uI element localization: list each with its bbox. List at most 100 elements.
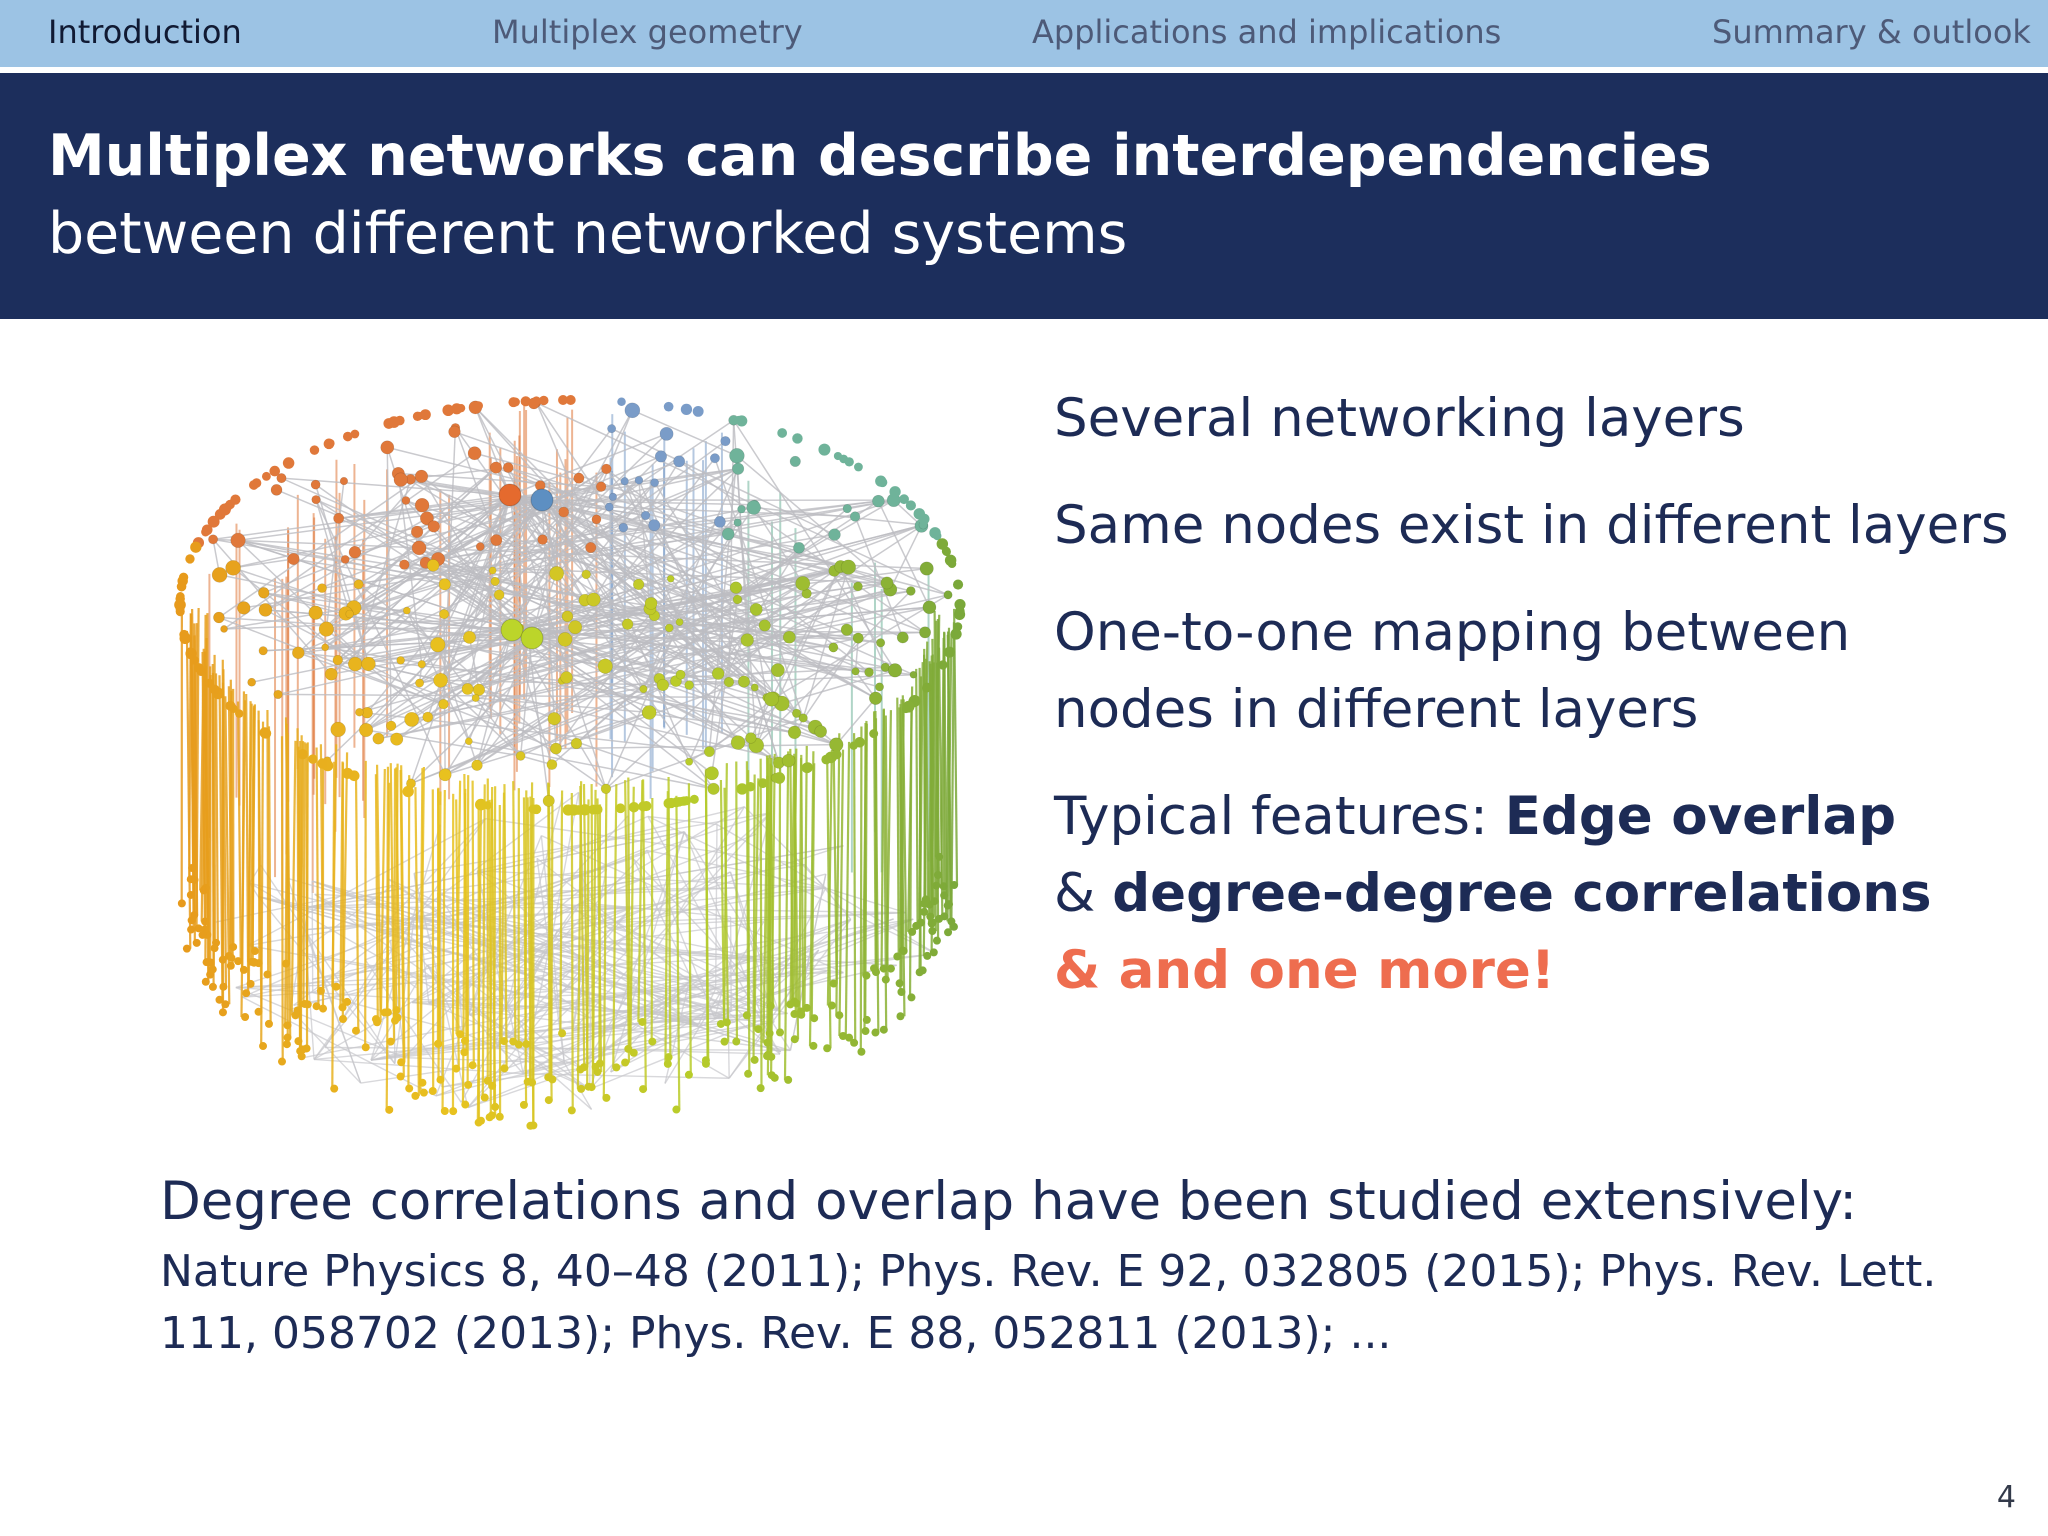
node [801,762,813,774]
edge [358,583,439,646]
node [845,1033,854,1042]
edge [632,409,738,457]
node [427,520,440,533]
node [193,663,204,673]
nav-item-applications[interactable]: Applications and implications [1032,13,1502,51]
interlayer-link [315,747,320,1007]
section-nav: Introduction Multiplex geometry Applicat… [0,0,2048,67]
interlayer-link [455,799,460,1069]
edge [520,680,677,757]
node [474,1118,483,1127]
node [179,629,189,640]
node [282,457,295,469]
node [920,907,929,916]
node [790,1035,799,1044]
interlayer-link [723,787,730,1042]
node [576,1065,585,1074]
node [947,917,956,926]
edge [419,629,513,684]
edge [600,410,634,487]
node [433,672,448,688]
edge [263,592,837,746]
node [875,682,884,692]
node [491,1102,500,1111]
node [514,1040,523,1049]
interlayer-link [826,754,832,1049]
node [411,1091,420,1100]
edge [325,646,816,728]
node [922,684,931,693]
interlayer-link [529,796,535,1126]
edge [511,629,553,765]
interlayer-link [481,784,486,1098]
interlayer-link [612,784,618,1068]
node [461,1100,470,1109]
node [176,581,187,592]
nav-item-summary-outlook[interactable]: Summary & outlook [1712,13,2031,51]
interlayer-link [280,736,284,1062]
interlayer-link [924,658,930,900]
node [380,440,395,455]
interlayer-link [375,764,382,1023]
node [770,663,785,678]
edge [541,499,790,638]
node [950,628,962,640]
edge [426,517,533,639]
interlayer-link [793,761,800,1040]
node [258,603,273,617]
interlayer-link [302,742,306,1004]
interlayer-link [918,662,924,971]
node [750,1055,759,1064]
node [276,473,287,484]
node [428,1086,437,1095]
edge [714,457,804,719]
interlayer-link [675,795,681,1110]
interlayer-link [768,757,773,1057]
node [758,619,771,632]
node [734,415,743,425]
node [558,1029,567,1038]
node [277,1057,286,1066]
node [795,576,811,591]
edge [755,566,842,746]
interlayer-link [471,780,475,1066]
node [557,632,573,647]
node [869,729,879,739]
interlayer-link [629,786,635,1053]
edge [531,573,558,639]
interlayer-link [586,799,590,1087]
node [600,783,612,794]
node [404,711,420,727]
node [640,510,651,521]
node [587,1083,596,1092]
node [544,1096,553,1105]
node [208,534,219,545]
node [310,479,321,490]
edge [474,407,511,496]
edge [531,637,837,746]
edge [509,494,914,676]
interlayer-link [762,775,769,1043]
edge [877,500,931,608]
nav-item-multiplex-geometry[interactable]: Multiplex geometry [492,13,803,51]
node [249,957,258,966]
node [644,597,658,610]
page-number: 4 [1996,1480,2016,1515]
interlayer-link [257,720,263,1012]
node [740,633,754,647]
node [330,721,346,738]
node [793,541,805,554]
node [218,1008,227,1017]
edge [467,582,888,690]
node [823,1044,832,1053]
node [750,683,759,692]
interlayer-link [719,780,726,1024]
interlayer-link [769,753,776,1078]
edge [237,539,513,631]
edge [729,916,732,1012]
nav-item-introduction[interactable]: Introduction [48,13,242,51]
node [632,578,645,591]
interlayer-link [547,782,551,1078]
interlayer-link [236,701,242,962]
interlayer-link [627,777,631,1049]
